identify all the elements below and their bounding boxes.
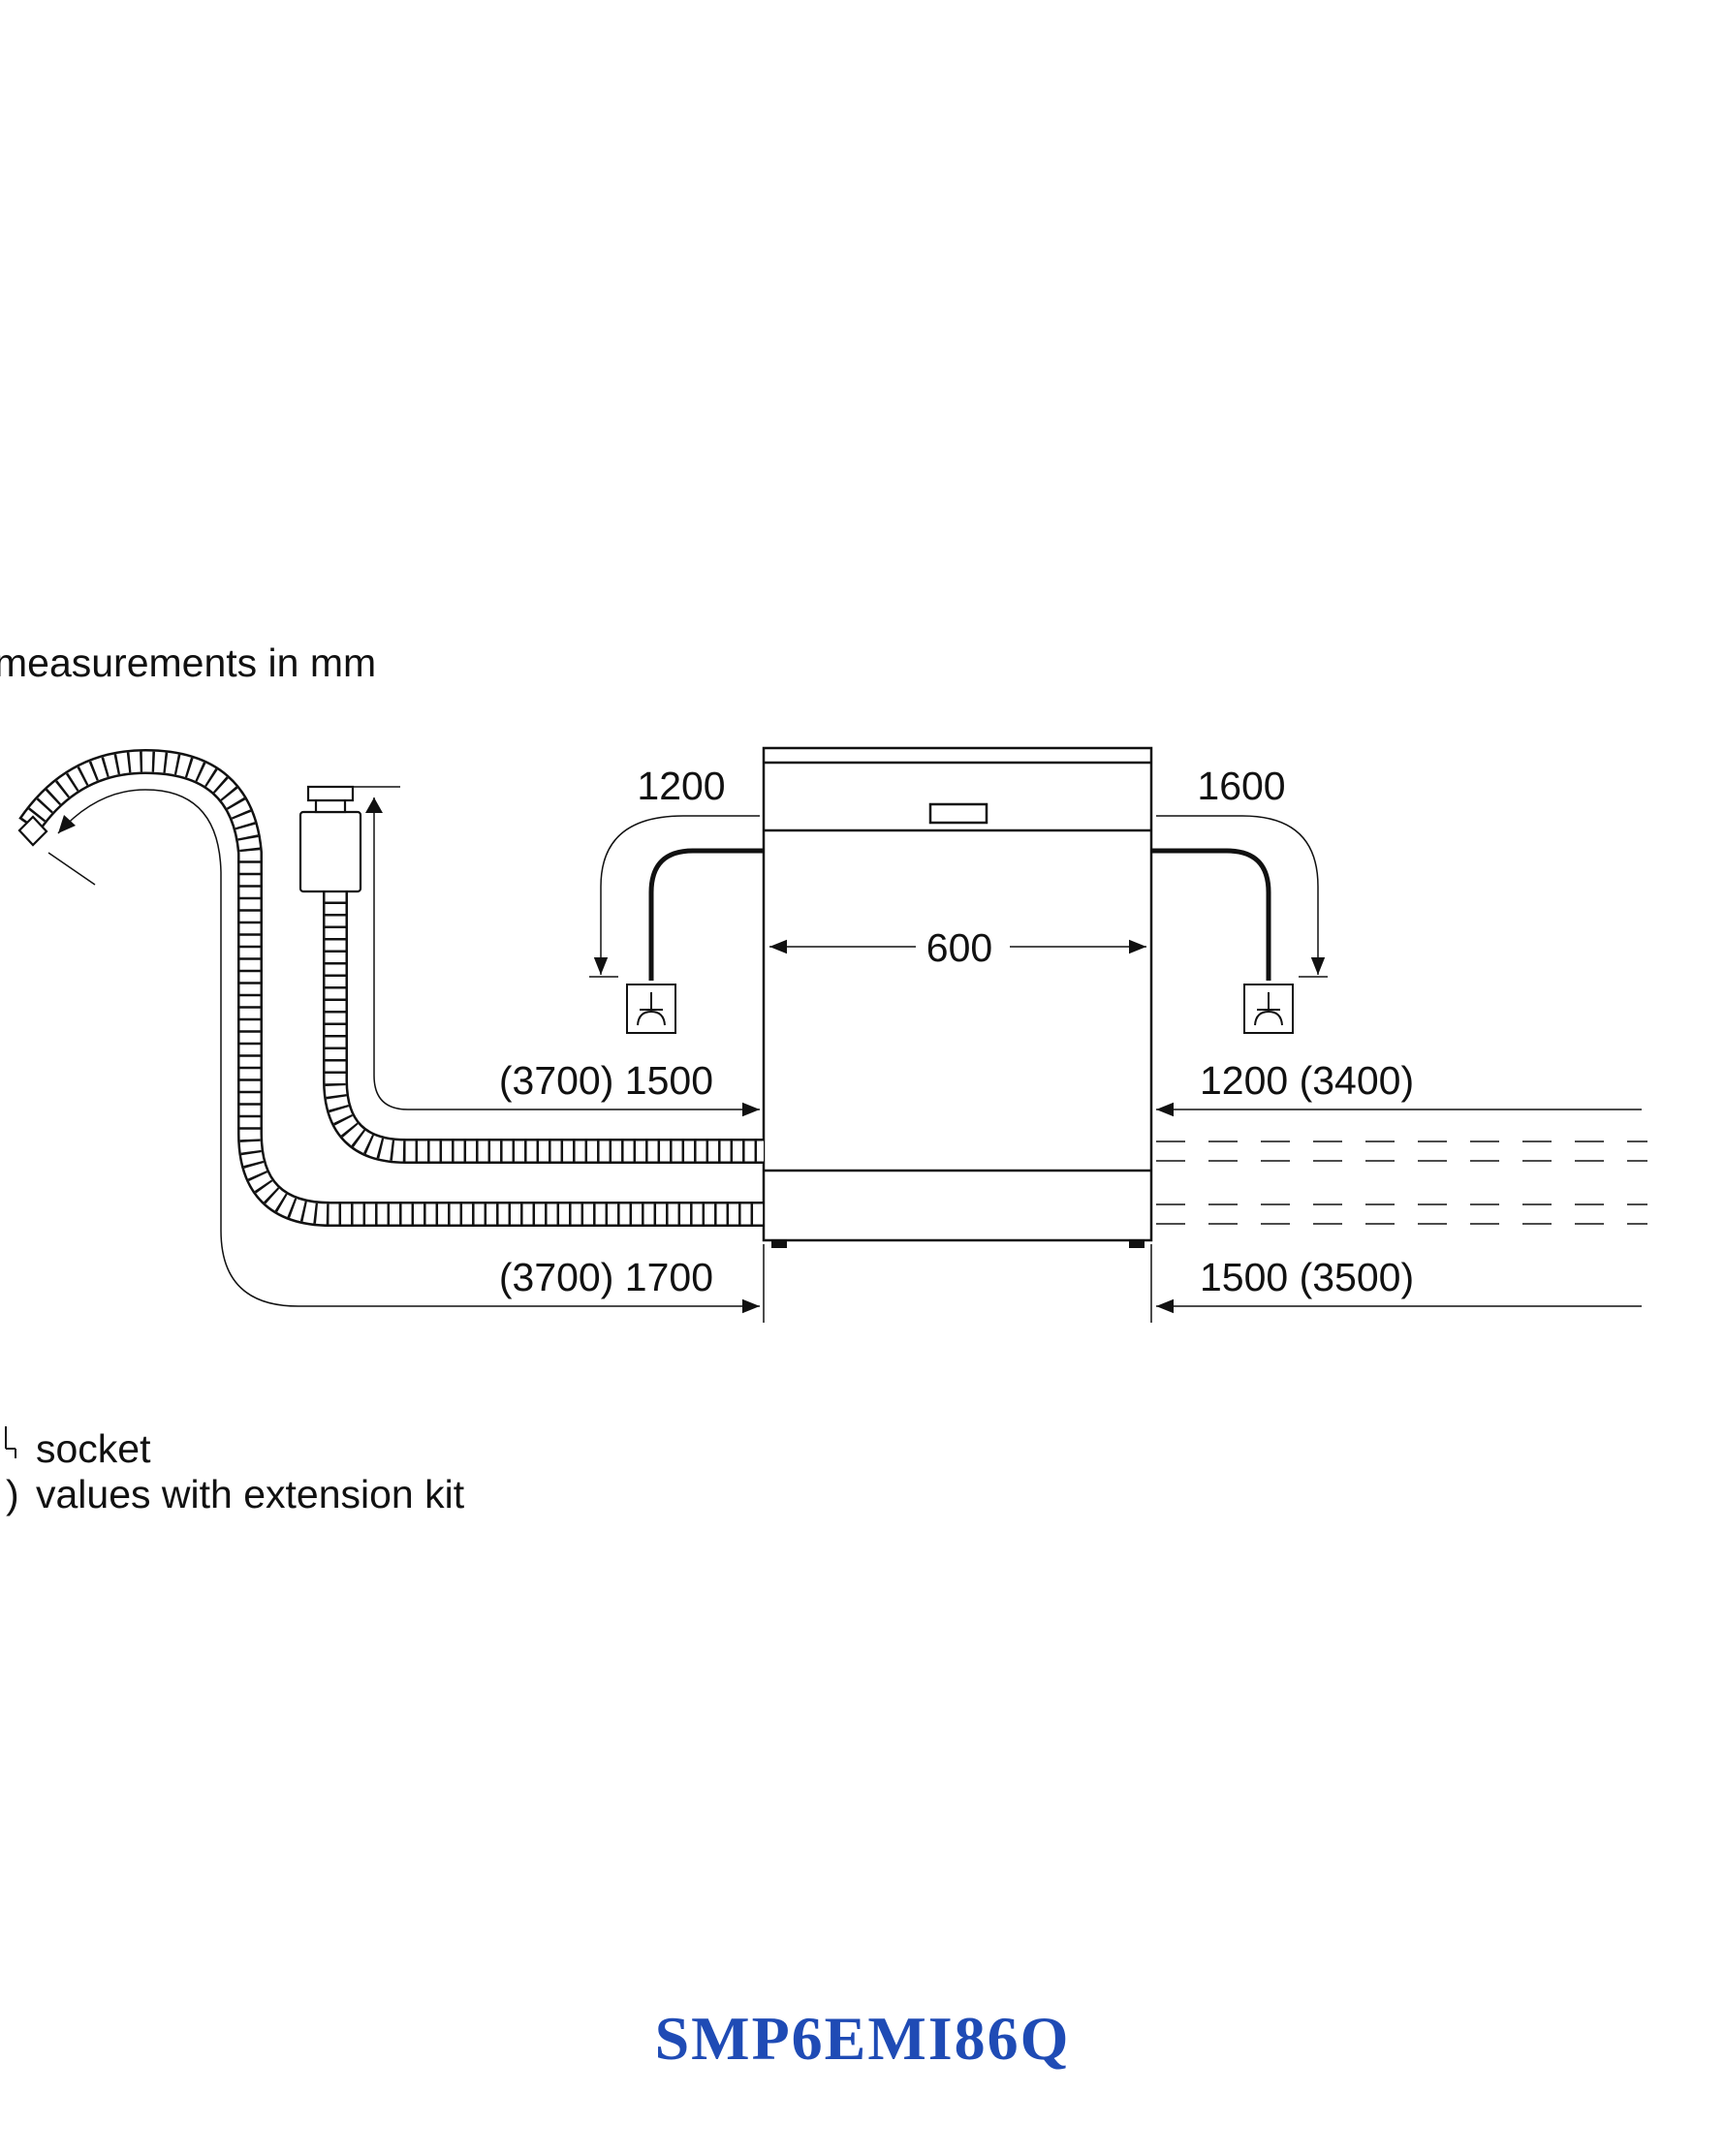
drain-hose-icon: [17, 748, 764, 1227]
left-foot: [771, 1240, 787, 1248]
power-cable-right: [1151, 848, 1271, 981]
top-right-label: 1600: [1197, 764, 1285, 808]
right-inlet-label: 1200 (3400): [1200, 1058, 1414, 1103]
alternate-hose-routes: [1156, 1140, 1647, 1225]
legend-socket: socket: [36, 1426, 151, 1471]
socket-icon: [5, 1426, 16, 1458]
top-left-arrow: [593, 815, 760, 975]
left-inlet-arrowhead-up: [365, 797, 383, 813]
legend-extension: values with extension kit: [36, 1472, 465, 1516]
right-arrows: [1156, 1102, 1642, 1314]
left-inlet-arrow: [373, 797, 760, 1117]
legend-paren: ): [6, 1472, 19, 1516]
extension-lines: [347, 786, 1328, 1323]
width-label: 600: [926, 925, 992, 970]
aquastop-valve-icon: [298, 785, 362, 893]
top-left-label: 1200: [637, 764, 725, 808]
top-right-arrow: [1156, 815, 1326, 975]
left-drain-label: (3700) 1700: [499, 1255, 713, 1299]
model-name: SMP6EMI86Q: [655, 2004, 1071, 2073]
inlet-hose-icon: [323, 890, 764, 1164]
right-foot: [1129, 1240, 1145, 1248]
left-inlet-label: (3700) 1500: [499, 1058, 713, 1103]
socket-icon: [1243, 984, 1294, 1034]
left-drain-arrow: [57, 789, 760, 1314]
measurements-note: measurements in mm: [0, 641, 376, 685]
right-drain-label: 1500 (3500): [1200, 1255, 1414, 1299]
dishwasher-front: [762, 746, 1153, 1242]
socket-icon: [626, 984, 676, 1034]
control-panel-display: [928, 802, 988, 825]
drain-extension-line: [47, 852, 96, 886]
power-cable-left: [648, 848, 764, 981]
left-drain-arrowhead: [58, 815, 76, 833]
